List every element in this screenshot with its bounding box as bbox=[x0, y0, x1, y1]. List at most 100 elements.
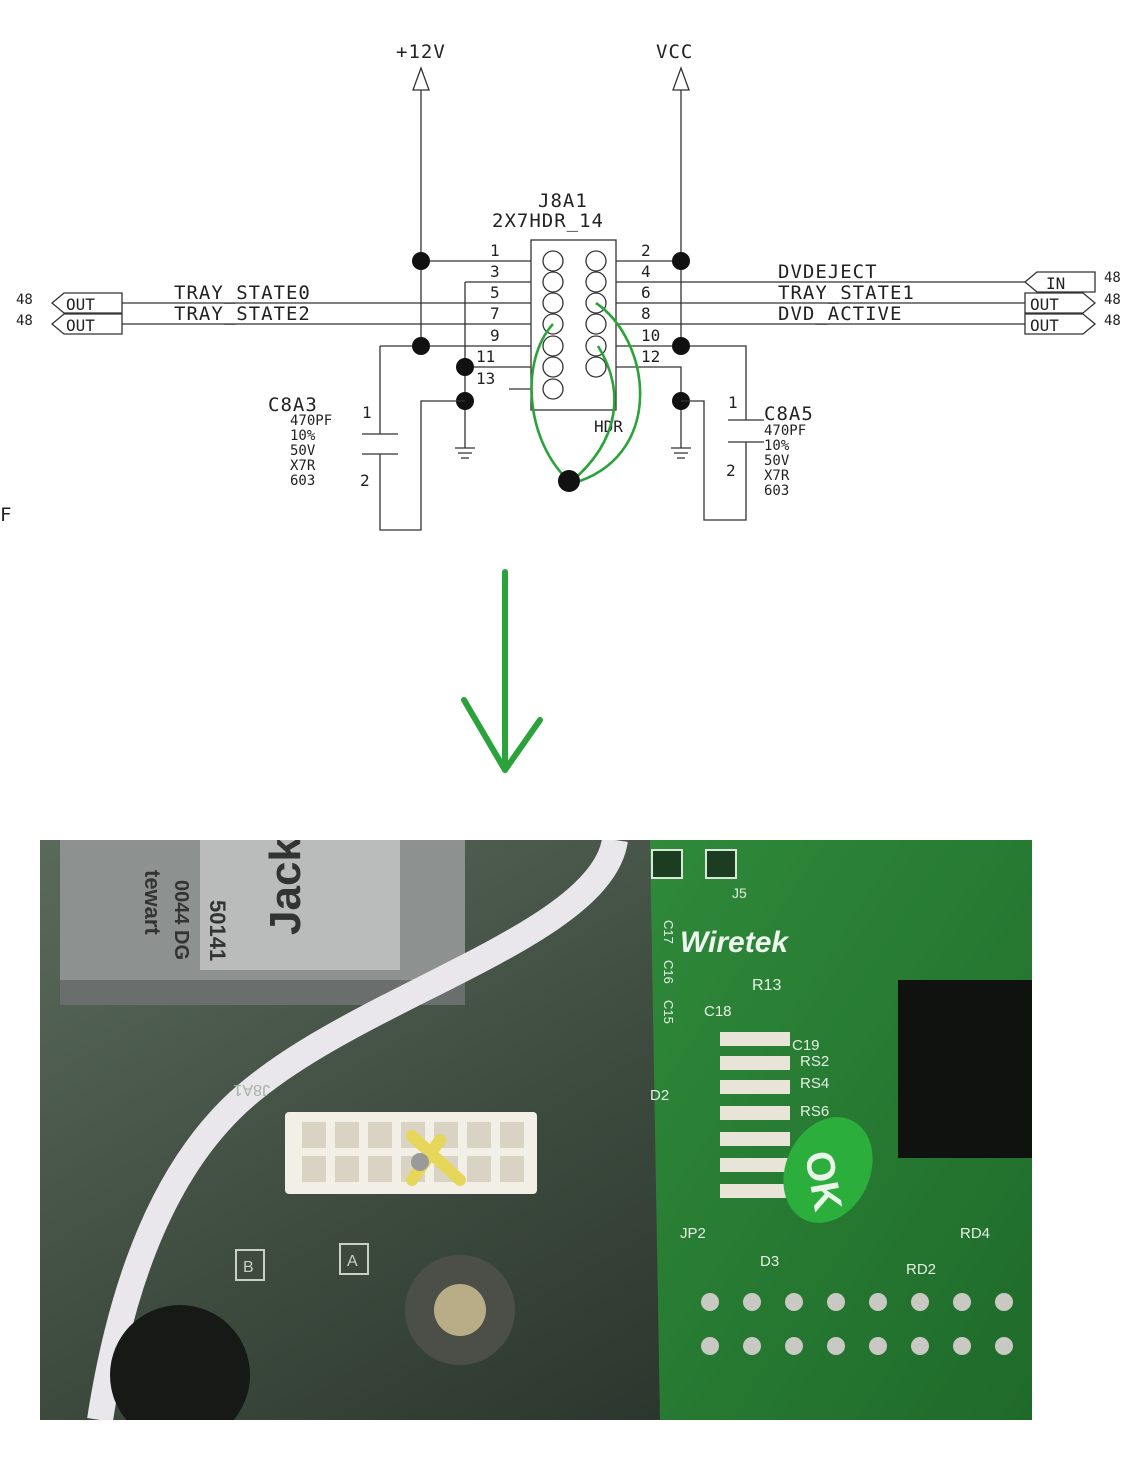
svg-text:OUT: OUT bbox=[1030, 295, 1059, 314]
pin-1-label: 1 bbox=[490, 241, 500, 260]
svg-text:C18: C18 bbox=[704, 1003, 732, 1020]
svg-text:D2: D2 bbox=[650, 1087, 669, 1104]
metal-jack: Jack 50141 0044 DG tewart bbox=[60, 840, 465, 1005]
svg-text:OUT: OUT bbox=[66, 316, 95, 335]
svg-text:IN: IN bbox=[1046, 274, 1065, 293]
marker-b: B bbox=[243, 1259, 254, 1276]
connector-body bbox=[530, 239, 617, 411]
net-dvdeject: DVDEJECT bbox=[778, 261, 878, 283]
net-tray-state2: TRAY_STATE2 bbox=[174, 303, 311, 325]
ribbon-cable bbox=[87, 840, 628, 1420]
power-vcc-label: VCC bbox=[656, 41, 693, 63]
svg-text:1: 1 bbox=[728, 393, 738, 412]
svg-text:50V: 50V bbox=[764, 453, 790, 469]
connector-ref: J8A1 bbox=[538, 190, 588, 212]
pin-header-row bbox=[701, 1293, 1013, 1355]
ok-sticker: OK bbox=[796, 1148, 850, 1215]
board-photo: Jack 50141 0044 DG tewart J8A1 B A bbox=[40, 840, 1032, 1420]
svg-text:1: 1 bbox=[362, 403, 372, 422]
svg-text:RS4: RS4 bbox=[800, 1075, 829, 1092]
svg-text:470PF: 470PF bbox=[764, 423, 806, 439]
svg-text:48: 48 bbox=[16, 313, 33, 329]
chip bbox=[898, 980, 1032, 1158]
edge-fragment: F bbox=[0, 504, 12, 526]
connector-body-label: HDR bbox=[594, 417, 623, 436]
port-tray-state0: OUT 48 bbox=[16, 292, 123, 314]
svg-text:48: 48 bbox=[1104, 270, 1121, 286]
svg-text:603: 603 bbox=[764, 483, 789, 499]
svg-text:X7R: X7R bbox=[290, 458, 316, 474]
pin-11-label: 11 bbox=[476, 347, 495, 366]
white-header-j8a1: J8A1 bbox=[233, 1081, 537, 1194]
pin-5-label: 5 bbox=[490, 283, 500, 302]
marker-b-box bbox=[235, 1249, 265, 1281]
capacitor-c8a3: C8A3 470PF 10% 50V X7R 603 1 2 bbox=[268, 346, 465, 531]
net-dvd-active: DVD_ACTIVE bbox=[778, 303, 902, 325]
daughter-board: J5 Wiretek R13 C17 C16 C15 C18 C19 RS2 R… bbox=[650, 840, 1032, 1420]
net-tray-state1: TRAY_STATE1 bbox=[778, 282, 915, 304]
svg-text:2: 2 bbox=[726, 461, 736, 480]
ok-sticker-shape bbox=[783, 1117, 873, 1223]
svg-text:603: 603 bbox=[290, 473, 315, 489]
svg-text:OUT: OUT bbox=[1030, 316, 1059, 335]
svg-text:Jack: Jack bbox=[261, 840, 310, 935]
pin-4-label: 4 bbox=[641, 262, 651, 281]
svg-text:48: 48 bbox=[16, 292, 33, 308]
marker-a-box bbox=[339, 1243, 369, 1275]
right-pin-wires bbox=[616, 260, 1025, 459]
svg-text:48: 48 bbox=[1104, 292, 1121, 308]
down-arrow bbox=[461, 569, 543, 773]
pin-2-label: 2 bbox=[641, 241, 651, 260]
pin-13-label: 13 bbox=[476, 369, 495, 388]
svg-text:OUT: OUT bbox=[66, 295, 95, 314]
svg-text:C16: C16 bbox=[661, 960, 676, 984]
svg-text:50141: 50141 bbox=[205, 900, 230, 961]
schematic-diagram: +12V VCC J8A1 2X7HDR_14 HDR 1 3 5 7 9 11… bbox=[0, 41, 1121, 773]
svg-text:C8A3: C8A3 bbox=[268, 394, 318, 416]
port-tray-state1: OUT 48 bbox=[1024, 292, 1121, 314]
solder-blob bbox=[411, 1153, 429, 1171]
power-12v-label: +12V bbox=[396, 41, 446, 63]
svg-text:R13: R13 bbox=[752, 977, 781, 994]
svg-text:C8A5: C8A5 bbox=[764, 403, 814, 425]
pin-12-label: 12 bbox=[641, 347, 660, 366]
svg-text:2: 2 bbox=[360, 471, 370, 490]
pin-6-label: 6 bbox=[641, 283, 651, 302]
screw-head bbox=[434, 1284, 486, 1336]
pin-10-label: 10 bbox=[641, 326, 660, 345]
pin-7-label: 7 bbox=[490, 304, 500, 323]
svg-text:C19: C19 bbox=[792, 1037, 820, 1054]
svg-text:X7R: X7R bbox=[764, 468, 790, 484]
pin-9-label: 9 bbox=[490, 326, 500, 345]
svg-text:RS2: RS2 bbox=[800, 1053, 829, 1070]
svg-text:48: 48 bbox=[1104, 313, 1121, 329]
pin-3-label: 3 bbox=[490, 262, 500, 281]
svg-text:RD4: RD4 bbox=[960, 1225, 990, 1242]
connector-type: 2X7HDR_14 bbox=[492, 210, 604, 232]
port-dvd-active: OUT 48 bbox=[1024, 313, 1121, 335]
svg-text:470PF: 470PF bbox=[290, 413, 332, 429]
marker-a: A bbox=[347, 1253, 358, 1270]
svg-text:tewart: tewart bbox=[140, 870, 165, 935]
svg-text:C17: C17 bbox=[661, 920, 676, 944]
connector-pin-holes bbox=[542, 250, 607, 400]
svg-text:RD2: RD2 bbox=[906, 1261, 936, 1278]
left-pin-wires bbox=[122, 260, 531, 459]
svg-text:J5: J5 bbox=[732, 885, 747, 901]
svg-text:50V: 50V bbox=[290, 443, 316, 459]
green-jumper-annotation bbox=[530, 301, 642, 492]
svg-text:J8A1: J8A1 bbox=[233, 1081, 270, 1098]
svg-text:C15: C15 bbox=[661, 1000, 676, 1024]
svg-text:10%: 10% bbox=[290, 428, 316, 444]
pin-8-label: 8 bbox=[641, 304, 651, 323]
black-component bbox=[110, 1305, 250, 1420]
board-brand: Wiretek bbox=[680, 926, 789, 959]
port-tray-state2: OUT 48 bbox=[16, 313, 123, 335]
port-dvdeject: IN 48 bbox=[1023, 270, 1121, 293]
svg-text:0044 DG: 0044 DG bbox=[170, 880, 192, 960]
svg-text:RS6: RS6 bbox=[800, 1103, 829, 1120]
svg-text:JP2: JP2 bbox=[680, 1225, 706, 1242]
net-tray-state0: TRAY_STATE0 bbox=[174, 282, 311, 304]
capacitor-c8a5: C8A5 470PF 10% 50V X7R 603 1 2 bbox=[681, 393, 814, 521]
svg-text:10%: 10% bbox=[764, 438, 790, 454]
